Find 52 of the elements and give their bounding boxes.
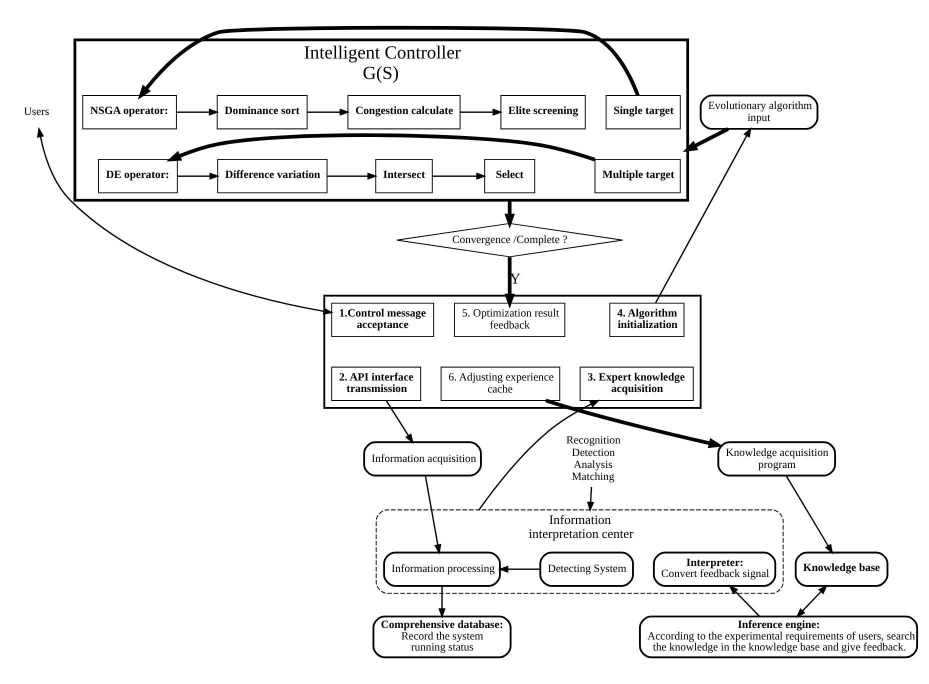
arrow xyxy=(432,172,486,180)
arrow xyxy=(504,200,515,228)
arrow xyxy=(682,126,729,152)
arrow xyxy=(728,584,760,616)
arrow xyxy=(327,172,378,180)
arrow xyxy=(438,586,446,618)
node-box: Select xyxy=(484,158,536,193)
node-box: Interpreter: Convert feedback signal xyxy=(652,551,776,586)
arrow xyxy=(498,565,540,572)
node-box: NSGA operator: xyxy=(82,94,177,129)
node-box: Multiple target xyxy=(594,158,681,193)
node-box: Information acquisition xyxy=(363,440,482,476)
node-box: DE operator: xyxy=(98,158,178,193)
node-box: Comprehensive database: Record the system running status xyxy=(372,615,512,658)
node-box: Knowledge base xyxy=(794,551,888,586)
node-box: 5. Optimization result feedback xyxy=(454,302,566,336)
edge-label: Y xyxy=(510,271,521,287)
node-box: Information processing xyxy=(383,551,501,586)
node-diamond: Convergence /Complete ? xyxy=(396,222,624,257)
node-box: Evolutionary algorithm input xyxy=(700,94,818,130)
arrow xyxy=(504,256,515,308)
arrow xyxy=(786,474,834,554)
node-box: 4. Algorithm initialization xyxy=(609,302,684,336)
arrow xyxy=(478,399,600,510)
node-text: Users xyxy=(24,106,50,118)
arrow xyxy=(37,126,334,314)
node-text: Recognition Detection Analysis Matching xyxy=(566,434,621,482)
node-box: Dominance sort xyxy=(216,94,308,129)
arrow xyxy=(166,132,596,162)
arrow xyxy=(178,172,220,180)
node-box: Inference engine: According to the experimental requirements of users, search the knowledge in the knowledge base and give feedback. xyxy=(639,615,918,658)
node-box: 1.Control message acceptance xyxy=(331,302,434,336)
arrow xyxy=(176,108,220,116)
arrow xyxy=(307,108,350,116)
node-box: 6. Adjusting experience cache xyxy=(440,366,560,400)
arrow xyxy=(587,486,594,512)
arrow xyxy=(654,126,752,303)
arrow xyxy=(796,584,828,618)
node-box: Elite screening xyxy=(500,94,586,129)
node-box: Detecting System xyxy=(539,551,634,586)
node-box: Congestion calculate xyxy=(347,94,461,129)
node-box: Intersect xyxy=(375,158,433,193)
arrow xyxy=(545,398,724,448)
node-box: Single target xyxy=(606,94,681,129)
arrow xyxy=(424,474,442,554)
node-box: Knowledge acquisition program xyxy=(717,440,836,476)
node-box: Difference variation xyxy=(217,158,328,193)
arrow xyxy=(460,108,503,116)
node-box: 2. API interface transmission xyxy=(331,366,422,400)
arrow xyxy=(386,400,414,444)
node-box: 3. Expert knowledge acquisition xyxy=(580,366,694,400)
arrow xyxy=(138,25,640,100)
